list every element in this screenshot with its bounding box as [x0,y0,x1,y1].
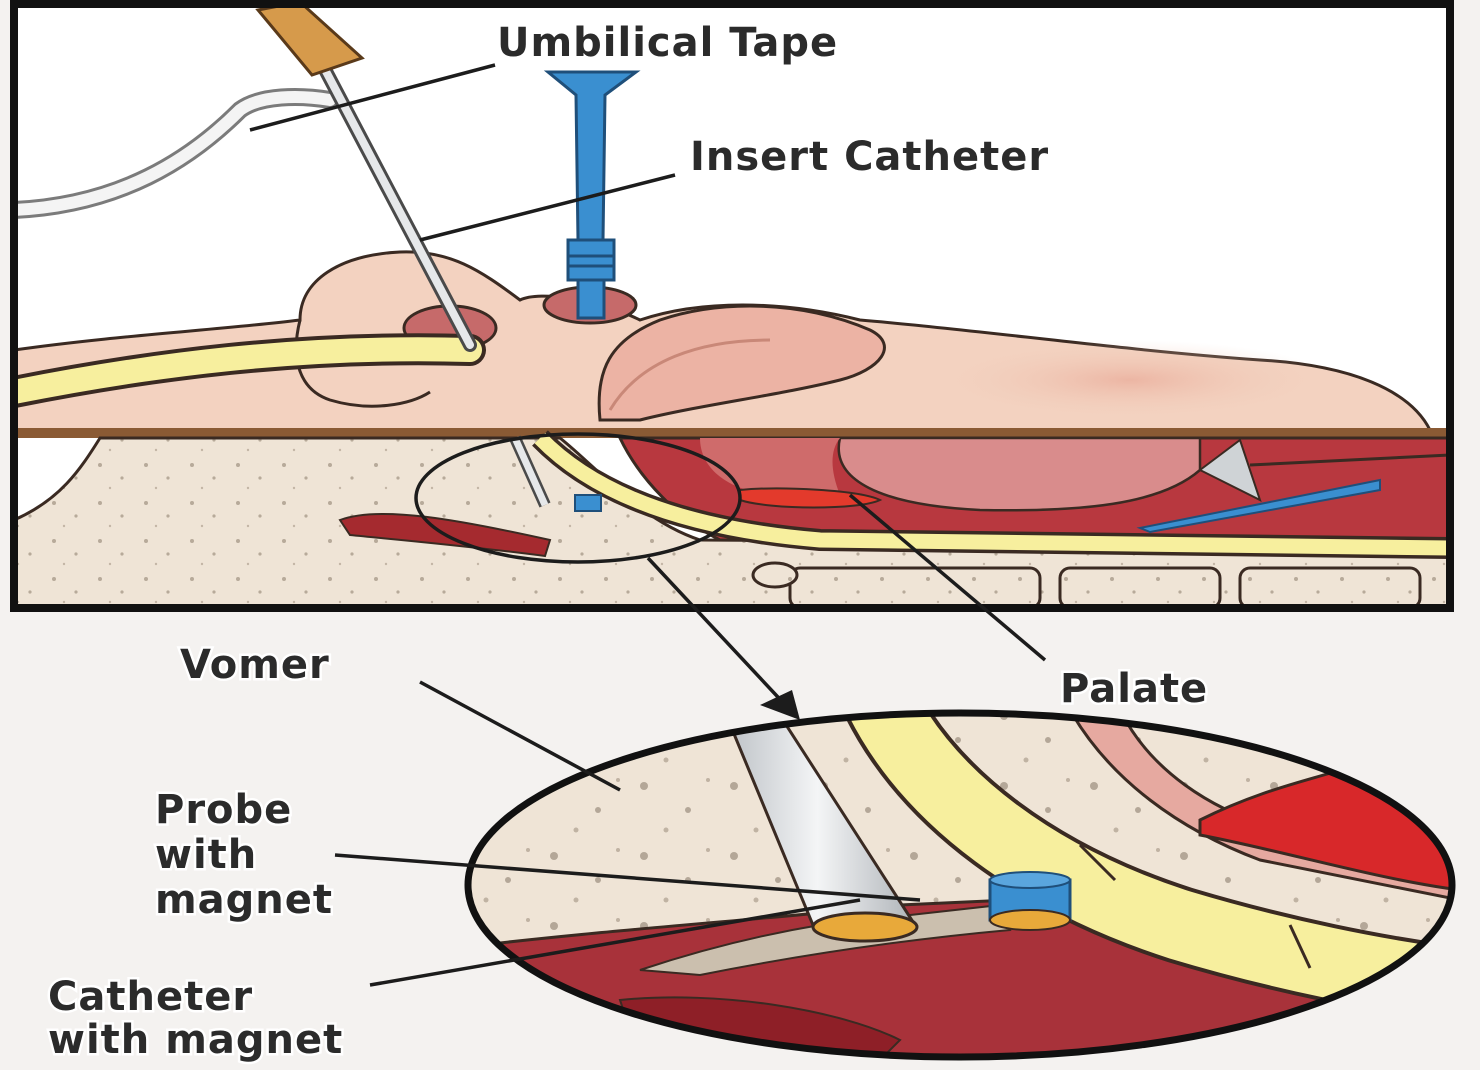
label-catheter-line-2: with magnet [48,1017,343,1063]
zoom-indicator-circle [414,432,742,564]
upper-lip [597,304,886,422]
blue-catheter [543,70,641,320]
label-umbilical-tape: Umbilical Tape [497,20,838,66]
label-probe-line-2: with [155,832,257,878]
palate-red [739,487,883,509]
label-probe-line-1: Probe [155,787,292,833]
top-panel-frame [10,0,1454,612]
label-probe-line-3: magnet [155,877,333,923]
zoom-circle-outline [464,709,1456,1061]
top-panel [10,0,1454,612]
leader-lines [249,63,1047,987]
label-palate: Palate [1060,666,1208,712]
section-divider [14,428,1450,438]
labels: Umbilical Tape Insert Catheter Vomer Pal… [46,18,1210,1066]
label-catheter-line-1: Catheter [48,974,253,1020]
zoom-detail [464,709,1456,1061]
label-vomer: Vomer [180,642,330,688]
label-insert-catheter: Insert Catheter [690,134,1049,180]
